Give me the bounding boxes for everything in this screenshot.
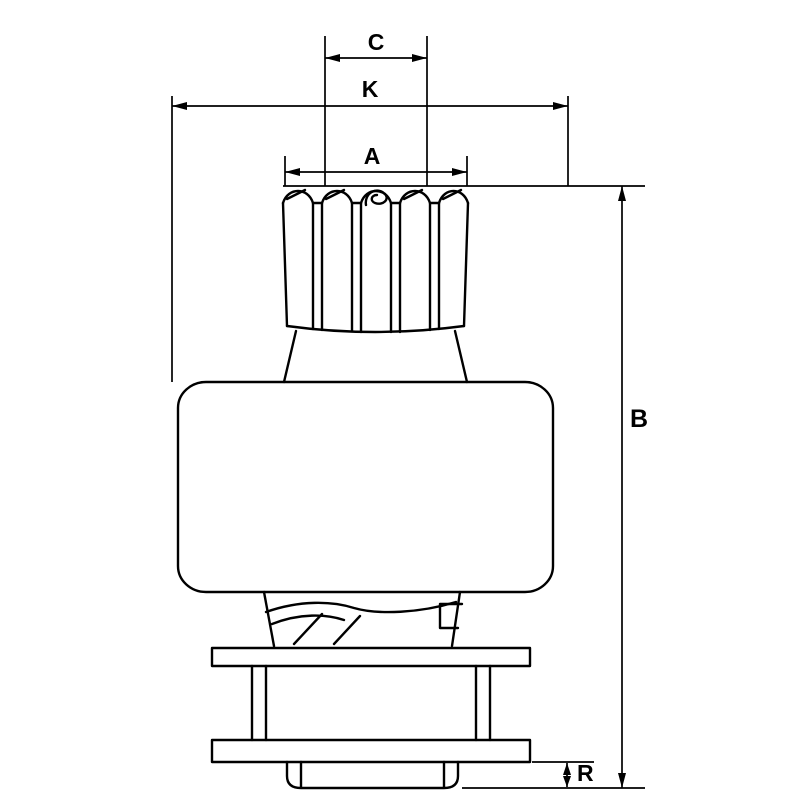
r-arrow-down bbox=[563, 776, 571, 787]
helical-spline-section bbox=[262, 590, 464, 648]
gear-tooth-chamfers bbox=[285, 188, 463, 201]
a-arrow-left bbox=[285, 168, 300, 176]
k-label: K bbox=[362, 76, 379, 102]
a-arrow-right bbox=[452, 168, 467, 176]
lower-thrust-washer bbox=[210, 738, 532, 764]
r-label: R bbox=[577, 760, 594, 786]
b-arrow-down bbox=[618, 773, 626, 788]
a-extension-lines bbox=[284, 156, 468, 186]
gear-bottom-edge bbox=[285, 324, 466, 334]
dimension-r: R bbox=[532, 760, 594, 787]
neck-right-edge bbox=[453, 329, 469, 384]
spline-step bbox=[438, 602, 464, 630]
gear-right-edge bbox=[462, 201, 470, 328]
a-label: A bbox=[364, 143, 381, 169]
gear-tooth-curl bbox=[364, 189, 388, 207]
hub-outline bbox=[285, 760, 460, 790]
k-arrow-left bbox=[172, 102, 187, 110]
upper-thrust-washer bbox=[210, 646, 532, 668]
pinion-gear bbox=[281, 188, 470, 334]
gear-neck bbox=[282, 329, 469, 384]
neck-left-edge bbox=[282, 329, 298, 384]
gear-left-edge bbox=[281, 201, 289, 328]
hub-inner-lines bbox=[299, 760, 446, 789]
spline-helix-edge-2 bbox=[270, 614, 346, 626]
dimension-b: B bbox=[462, 186, 648, 789]
spline-groove-lines bbox=[292, 612, 362, 646]
c-arrow-right bbox=[412, 54, 427, 62]
r-arrow-up bbox=[563, 763, 571, 775]
k-arrow-right bbox=[553, 102, 568, 110]
bottom-hub bbox=[285, 760, 460, 790]
spline-right-edge bbox=[450, 590, 462, 648]
gear-tooth-caps bbox=[281, 189, 470, 205]
b-arrow-up bbox=[618, 186, 626, 201]
gear-teeth-flanks bbox=[311, 201, 441, 334]
dimension-c: C bbox=[324, 29, 428, 186]
c-extension-lines bbox=[324, 36, 428, 186]
collar-section bbox=[250, 664, 492, 742]
clutch-housing bbox=[176, 380, 555, 594]
dimension-a: A bbox=[284, 143, 468, 186]
spline-helix-edge bbox=[264, 600, 458, 614]
b-label: B bbox=[630, 405, 648, 433]
spline-left-edge bbox=[262, 590, 276, 648]
k-extension-lines bbox=[171, 96, 569, 382]
c-arrow-left bbox=[325, 54, 340, 62]
dimension-k: K bbox=[171, 76, 569, 382]
c-label: C bbox=[368, 29, 385, 55]
